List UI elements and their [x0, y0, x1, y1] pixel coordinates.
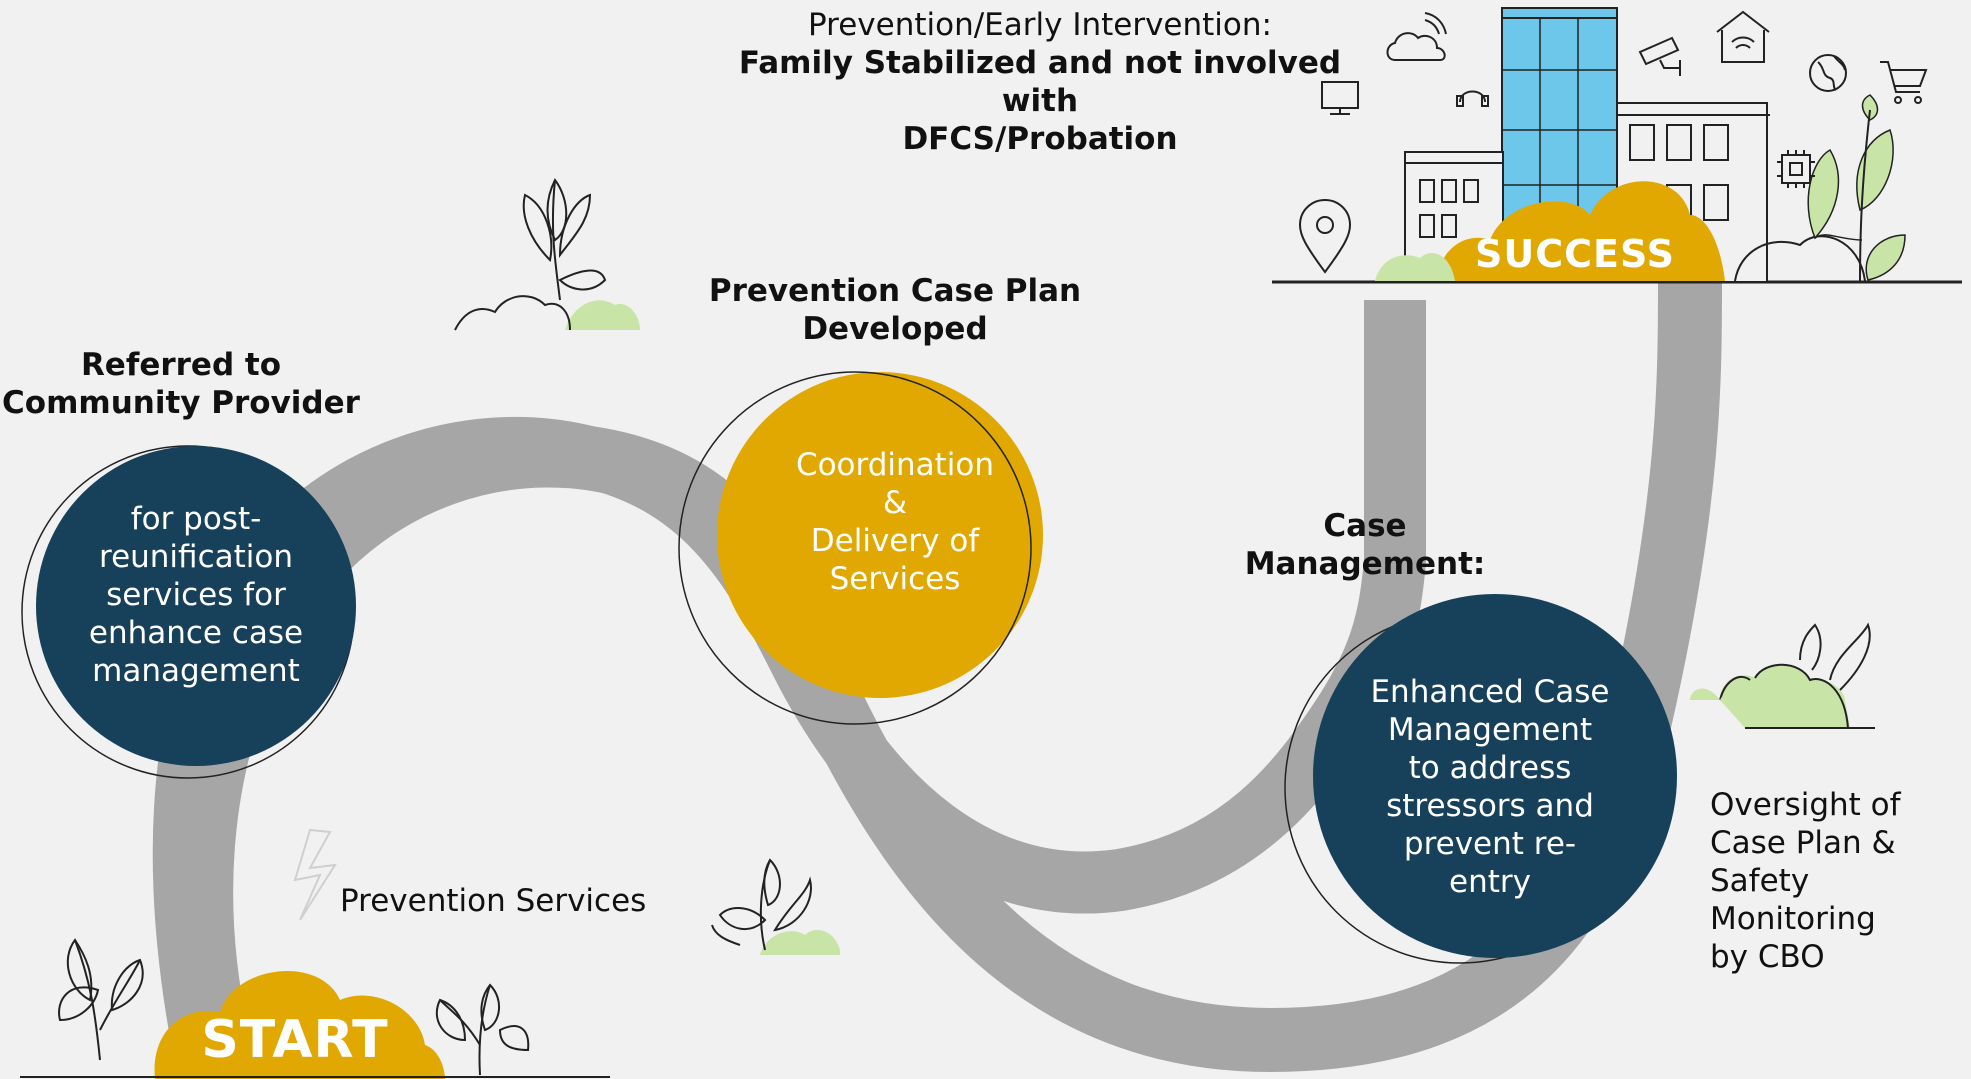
- cloud-wifi-icon: [1386, 12, 1447, 61]
- bush-icon: [1690, 688, 1720, 700]
- bush-icon: [1734, 235, 1866, 282]
- plant-icon: [58, 938, 144, 1061]
- referred-body-line: services for: [106, 577, 286, 613]
- start-bush: [154, 971, 445, 1079]
- referred-body-line: for post-: [130, 501, 262, 537]
- referred-title: Referred to Community Provider: [0, 346, 362, 422]
- referred-body: for post- reunification services for enh…: [56, 500, 336, 690]
- case-plan-circle: [717, 372, 1043, 698]
- lightning-icon: [293, 828, 337, 921]
- oversight-line: Oversight of: [1710, 787, 1901, 823]
- shopping-cart-icon: [1880, 61, 1928, 104]
- case-management-title: Case Management:: [1230, 507, 1500, 583]
- case-plan-title-line2: Developed: [802, 311, 988, 347]
- case-management-body-line: to address: [1408, 750, 1572, 786]
- security-camera-icon: [1638, 36, 1681, 76]
- success-bush: [1437, 181, 1725, 281]
- success-header: Prevention/Early Intervention: Family St…: [700, 6, 1380, 158]
- map-pin-icon: [1298, 198, 1352, 274]
- plant-icon: [1807, 94, 1906, 282]
- referred-body-line: reunification: [99, 539, 293, 575]
- chip-icon: [1777, 150, 1815, 188]
- referred-circle: [36, 446, 356, 766]
- monitor-icon: [1321, 81, 1359, 115]
- case-plan-body-line: Delivery of: [810, 523, 980, 559]
- success-header-line2: Family Stabilized and not involved with: [738, 45, 1342, 119]
- start-badge: START: [201, 1010, 389, 1070]
- case-management-body-line: entry: [1449, 864, 1531, 900]
- case-management-body-line: Management: [1387, 712, 1593, 748]
- oversight-label: Oversight of Case Plan & Safety Monitori…: [1710, 786, 1960, 976]
- oversight-line: by CBO: [1710, 939, 1825, 975]
- case-management-title-line2: Management:: [1244, 546, 1486, 582]
- headphones-icon: [1456, 90, 1489, 107]
- case-plan-body-line: Services: [829, 561, 961, 597]
- case-management-body-line: stressors and: [1386, 788, 1594, 824]
- case-plan-circle-outline: [678, 371, 1032, 725]
- referred-body-line: management: [92, 653, 300, 689]
- referred-title-line1: Referred to: [80, 347, 282, 383]
- globe-icon: [1809, 54, 1847, 92]
- oversight-line: Safety: [1710, 863, 1810, 899]
- prevention-services-label: Prevention Services: [340, 883, 647, 919]
- case-management-circle: [1313, 594, 1677, 958]
- case-plan-body-line: &: [882, 485, 908, 521]
- oversight-line: Monitoring: [1710, 901, 1876, 937]
- smart-home-icon: [1716, 10, 1770, 63]
- plant-icon: [454, 178, 640, 331]
- case-management-body-line: Enhanced Case: [1370, 674, 1610, 710]
- case-plan-title: Prevention Case Plan Developed: [700, 272, 1090, 348]
- case-plan-title-line1: Prevention Case Plan: [708, 273, 1082, 309]
- oversight-line: Case Plan &: [1710, 825, 1896, 861]
- bush-icon: [1720, 690, 1745, 700]
- case-plan-body-line: Coordination: [795, 447, 995, 483]
- case-management-body: Enhanced Case Management to address stre…: [1350, 673, 1630, 901]
- case-plan-body: Coordination & Delivery of Services: [760, 446, 1030, 598]
- bush-icon: [1375, 253, 1455, 281]
- referred-body-line: enhance case: [88, 615, 304, 651]
- plant-icon: [711, 858, 840, 955]
- success-badge: SUCCESS: [1475, 232, 1675, 276]
- case-management-title-line1: Case: [1323, 508, 1407, 544]
- case-management-body-line: prevent re-: [1403, 826, 1577, 862]
- building-icon: [1501, 7, 1618, 239]
- bush-icon: [1719, 622, 1875, 729]
- referred-title-line2: Community Provider: [2, 385, 360, 421]
- success-header-line3: DFCS/Probation: [902, 121, 1178, 157]
- plant-icon: [435, 983, 530, 1076]
- success-header-line1: Prevention/Early Intervention:: [808, 7, 1272, 43]
